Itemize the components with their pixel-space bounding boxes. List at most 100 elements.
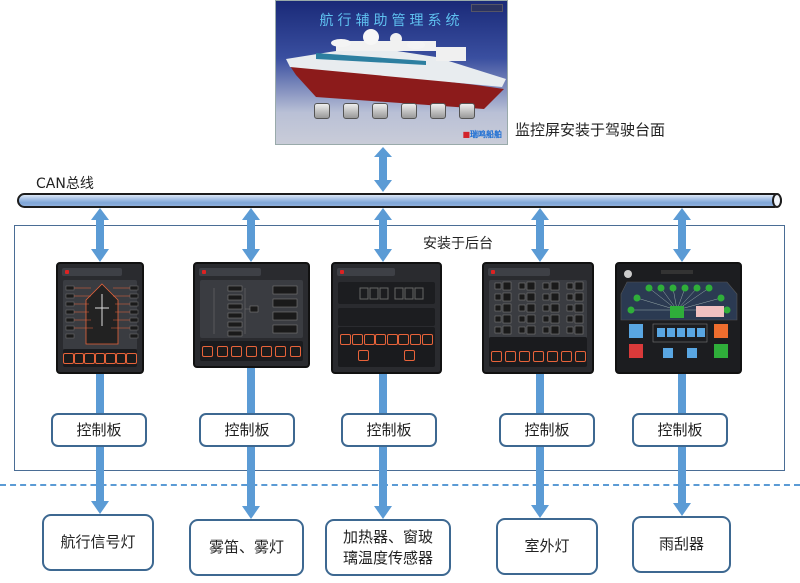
panel-header [199,268,261,276]
indicator-led [717,294,725,302]
arrow-panel-controller-1 [96,374,104,413]
controller-box-1: 控制板 [51,413,147,447]
arrow-bus-panel-4 [531,208,549,262]
controller-box-2: 控制板 [199,413,295,447]
fog-signal-schema-icon [213,285,298,337]
panel-button[interactable] [490,351,502,362]
device-label-line1: 加热器、窗玻 [342,527,433,546]
panel-button[interactable] [63,352,74,364]
panel-button[interactable] [94,352,106,364]
arrow-controller-device-4 [531,447,549,518]
controller-box-3: 控制板 [341,413,437,447]
heater-icon[interactable] [401,103,417,119]
dashed-separator [0,484,800,486]
indicator-led [627,306,635,314]
monitor-caption: 监控屏安装于驾驶台面 [515,121,666,139]
panel-button[interactable] [421,333,433,345]
temperature-display [338,282,435,304]
panel-button[interactable] [375,333,387,345]
panel-header [337,268,395,276]
arrow-panel-controller-3 [379,374,387,413]
panel-button[interactable] [84,352,95,364]
panel-button[interactable] [290,345,302,357]
indicator-led [645,284,653,292]
panel-button[interactable] [216,345,228,357]
can-bus-end [772,193,782,208]
switch-grid [489,280,587,340]
device-box-wipers: 雨刮器 [632,516,731,573]
panel-button[interactable] [201,345,213,357]
panel-header [62,268,122,276]
chart-icon[interactable] [314,103,330,119]
device-box-fog-signals: 雾笛、雾灯 [189,519,304,576]
panel-icon[interactable] [343,103,359,119]
indicator-led [669,284,677,292]
arrow-monitor-bus [374,147,392,192]
window-heater-control-panel [331,262,442,374]
panel-button[interactable] [245,345,257,357]
panel-button[interactable] [504,351,516,362]
panel-button[interactable] [398,333,410,345]
panel-button[interactable] [532,351,544,362]
navigation-light-control-panel [56,262,144,374]
screen-icon-bar [314,103,475,119]
window-controls [471,4,503,12]
panel-button[interactable] [275,345,287,357]
device-label-line2: 璃温度传感器 [342,548,433,567]
panel-button[interactable] [574,351,586,362]
ship-outline-icon [65,283,139,345]
indicator-led [633,294,641,302]
lamp-icon[interactable] [430,103,446,119]
panel-button[interactable] [518,351,530,362]
ship-illustration [286,29,506,109]
controller-box-5: 控制板 [632,413,728,447]
signal-light-icon[interactable] [372,103,388,119]
panel-button[interactable] [126,352,138,364]
panel-button[interactable] [260,345,272,357]
panel-button[interactable] [73,352,85,364]
indicator-led [723,306,731,314]
screen-title: 航行辅助管理系统 [319,13,464,29]
indicator-led [693,284,701,292]
panel-button[interactable] [363,333,375,345]
monitor-screen: 航行辅助管理系统 ■瑞鸣船舶 [275,0,508,145]
panel-button[interactable] [560,351,572,362]
panel-button[interactable] [115,352,127,364]
panel-button[interactable] [386,333,398,345]
device-box-navigation-lights: 航行信号灯 [42,514,154,571]
panel-button[interactable] [351,333,363,345]
arrow-controller-device-3 [374,447,392,519]
logo: ■瑞鸣船舶 [462,130,502,139]
arrow-controller-device-1 [91,447,109,514]
panel-button[interactable] [231,345,243,357]
panel-button-row [200,341,303,361]
arrow-bus-panel-2 [242,208,260,262]
indicator-led [657,284,665,292]
device-box-exterior-lights: 室外灯 [496,518,598,575]
switch-grid-icon [494,281,584,335]
arrow-controller-device-5 [673,447,691,516]
arrow-bus-panel-1 [91,208,109,262]
exterior-light-control-panel [482,262,594,374]
arrow-controller-device-2 [242,447,260,519]
wiper-control-panel [615,262,742,374]
backend-frame [14,225,785,471]
controller-box-4: 控制板 [499,413,595,447]
fog-signal-control-panel [193,262,310,368]
bell-icon[interactable] [459,103,475,119]
panel-button[interactable] [105,352,116,364]
panel-button[interactable] [410,333,422,345]
panel-button[interactable] [546,351,558,362]
panel-button-row [489,337,587,367]
seven-segment-display [359,287,424,300]
panel-button-row [63,349,138,367]
can-bus-label: CAN总线 [36,176,94,192]
panel-button[interactable] [404,349,416,361]
panel-button[interactable] [357,349,369,361]
logo-text: 瑞鸣船舶 [470,130,502,139]
panel-button[interactable] [340,333,352,345]
panel-button-grid [338,327,435,367]
panel-display [200,280,303,338]
arrow-panel-controller-4 [536,374,544,413]
